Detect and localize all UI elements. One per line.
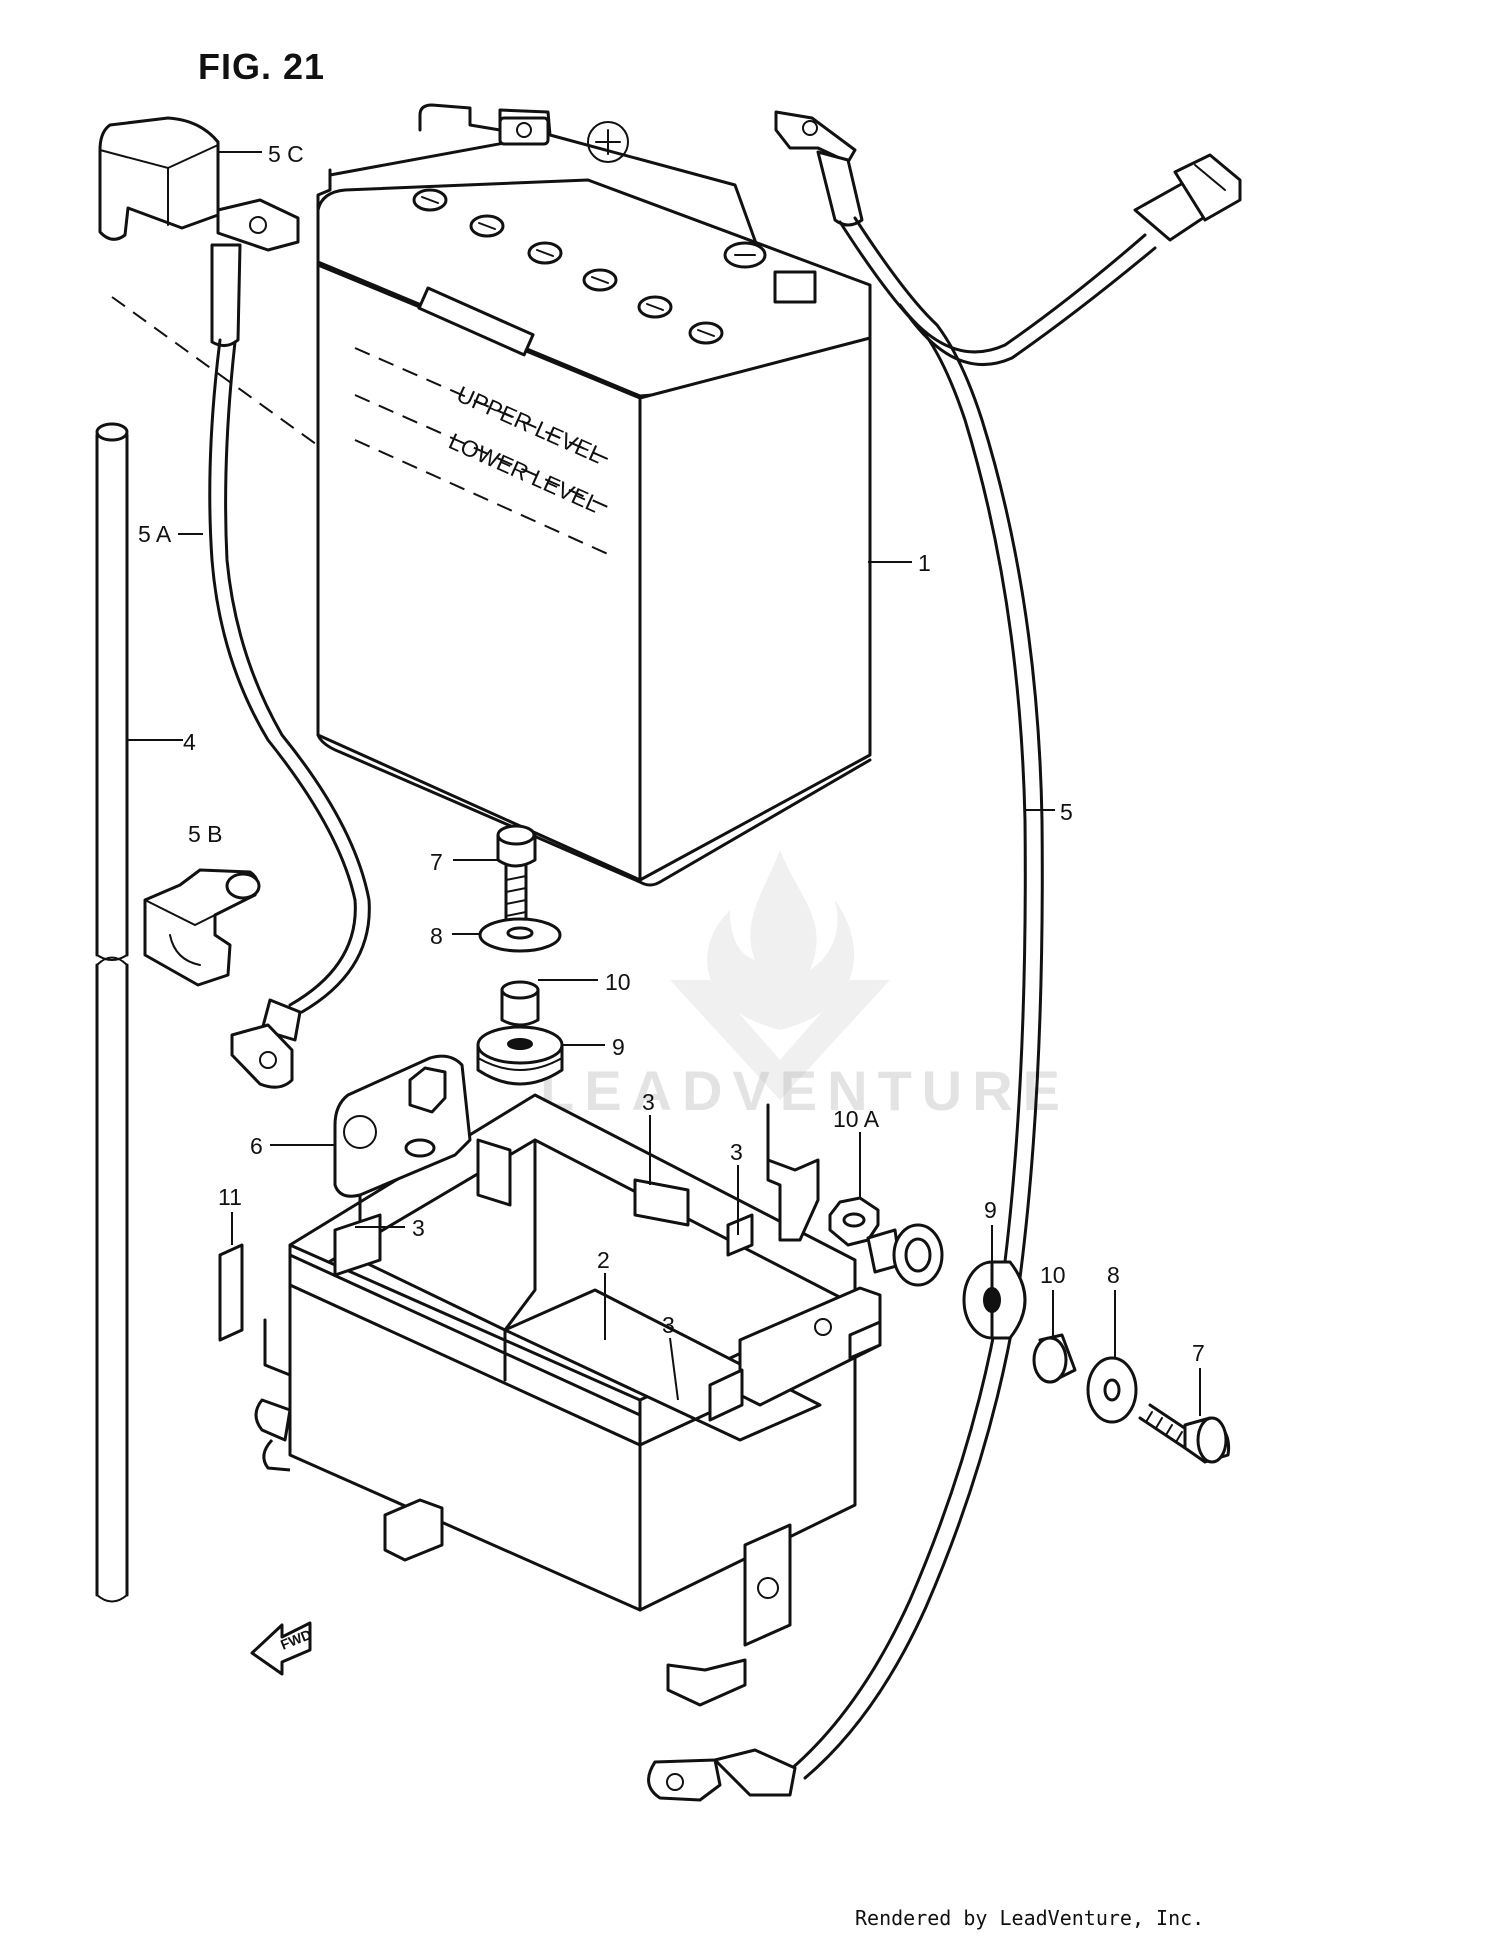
callout-3-a: 3 <box>642 1089 655 1115</box>
nut-10a[interactable] <box>828 1196 880 1247</box>
callout-5a: 5 A <box>138 521 172 547</box>
cushion-9-top[interactable] <box>476 1025 564 1086</box>
callout-6: 6 <box>250 1133 263 1159</box>
pad-part-3[interactable] <box>333 1138 754 1422</box>
watermark-text: LEADVENTURE <box>540 1059 1071 1122</box>
fwd-arrow-icon: FWD <box>250 1621 314 1676</box>
callout-leaders <box>127 151 1201 1416</box>
washer-8-top[interactable] <box>478 917 562 953</box>
callout-5c: 5 C <box>268 141 304 167</box>
battery-cable-5a[interactable] <box>208 198 371 1089</box>
cable-5-ring-terminal[interactable] <box>866 1223 944 1287</box>
terminal-cover-5b[interactable] <box>143 868 261 987</box>
callout-4: 4 <box>183 729 196 755</box>
callout-10-top: 10 <box>605 969 631 995</box>
footer-credit: Rendered by LeadVenture, Inc. <box>855 1906 1205 1930</box>
callout-labels: 5 C 5 A 1 4 5 B 5 7 8 10 9 6 3 3 3 3 10 … <box>138 141 1205 1366</box>
callout-3-b: 3 <box>730 1139 743 1165</box>
callout-3-d: 3 <box>662 1312 675 1338</box>
figure-title: FIG. 21 <box>198 46 326 87</box>
washer-8-right[interactable] <box>1086 1356 1138 1424</box>
callout-9-top: 9 <box>612 1034 625 1060</box>
callout-10a: 10 A <box>833 1106 880 1132</box>
callout-10-right: 10 <box>1040 1262 1066 1288</box>
bolt-7-top[interactable] <box>496 824 537 927</box>
callout-7-right: 7 <box>1192 1340 1205 1366</box>
bolt-7-right[interactable] <box>1138 1403 1231 1464</box>
collar-10-right[interactable] <box>1032 1333 1077 1384</box>
terminal-cover-5c[interactable] <box>98 116 220 241</box>
callout-5b: 5 B <box>188 821 223 847</box>
callout-11: 11 <box>218 1184 242 1210</box>
cushion-9-right[interactable] <box>962 1260 1027 1340</box>
label-part-11[interactable] <box>218 1243 244 1342</box>
callout-1: 1 <box>918 550 931 576</box>
battery-part-1[interactable]: UPPER LEVEL LOWER LEVEL <box>316 103 872 887</box>
callout-3-c: 3 <box>412 1215 425 1241</box>
collar-10-top[interactable] <box>500 980 540 1027</box>
callout-5: 5 <box>1060 799 1073 825</box>
bracket-part-6[interactable] <box>333 1054 882 1407</box>
battery-holder-tray-2[interactable] <box>254 1093 857 1707</box>
watermark-logo-icon <box>670 850 890 1100</box>
callout-8-right: 8 <box>1107 1262 1120 1288</box>
callout-2: 2 <box>597 1247 610 1273</box>
battery-cell-caps <box>412 188 724 345</box>
battery-cable-5[interactable] <box>647 110 1242 1802</box>
callout-8-top: 8 <box>430 923 443 949</box>
callout-7-top: 7 <box>430 849 443 875</box>
breather-tube-4[interactable] <box>95 296 321 1603</box>
callout-9-right: 9 <box>984 1197 997 1223</box>
